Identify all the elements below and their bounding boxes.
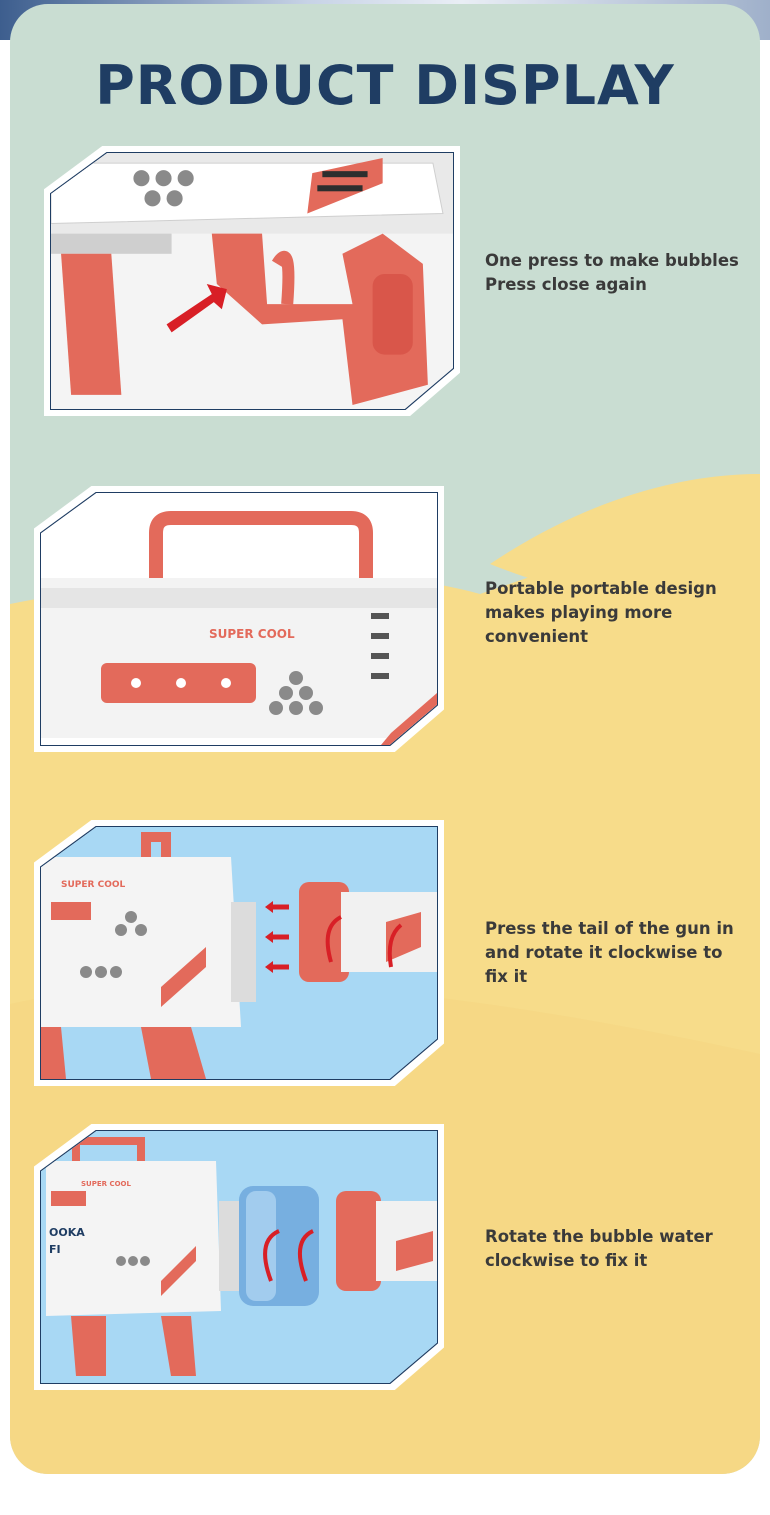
- feature-caption-2: Portable portable design makes playing m…: [485, 577, 765, 649]
- feature-caption-1: One press to make bubbles Press close ag…: [485, 249, 765, 297]
- caption-line: convenient: [485, 627, 589, 646]
- feature-caption-3: Press the tail of the gun in and rotate …: [485, 917, 765, 989]
- caption-line: One press to make bubbles: [485, 251, 739, 270]
- caption-line: and rotate it clockwise to: [485, 943, 723, 962]
- caption-line: clockwise to fix it: [485, 1251, 648, 1270]
- decal-text: OOKA: [49, 1226, 85, 1239]
- decal-text: FI: [49, 1243, 61, 1256]
- decal-text: SUPER COOL: [209, 627, 295, 641]
- feature-image-trigger: [44, 146, 460, 416]
- caption-line: fix it: [485, 967, 528, 986]
- feature-image-handle: SUPER COOL: [34, 486, 444, 752]
- page-title: PRODUCT DISPLAY: [95, 54, 675, 117]
- caption-line: Rotate the bubble water: [485, 1227, 713, 1246]
- caption-line: Press the tail of the gun in: [485, 919, 734, 938]
- caption-line: Portable portable design: [485, 579, 717, 598]
- feature-image-bubble-water: SUPER COOL OOKA FI: [34, 1124, 444, 1390]
- feature-image-tail-assembly: SUPER COOL: [34, 820, 444, 1086]
- decal-text: SUPER COOL: [61, 880, 126, 890]
- feature-caption-4: Rotate the bubble water clockwise to fix…: [485, 1225, 765, 1273]
- caption-line: makes playing more: [485, 603, 673, 622]
- caption-line: Press close again: [485, 275, 647, 294]
- decal-text: SUPER COOL: [81, 1180, 132, 1188]
